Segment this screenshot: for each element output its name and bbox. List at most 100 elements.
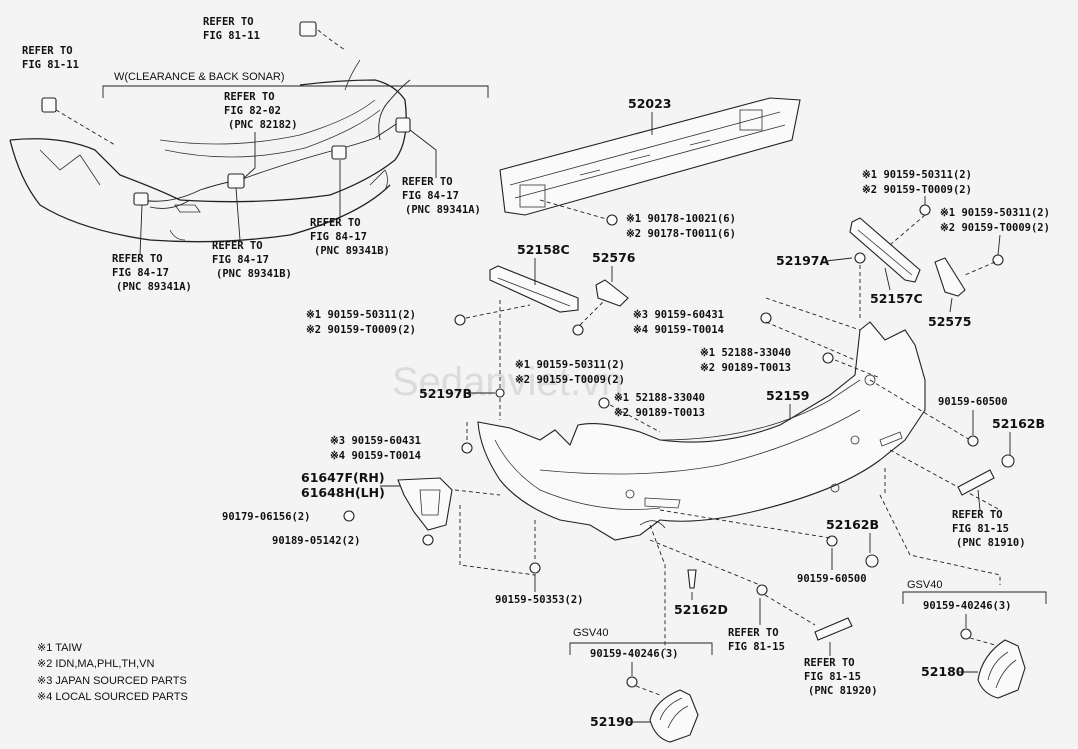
gsv40-left-bracket xyxy=(569,642,713,655)
screw-icon xyxy=(343,510,355,522)
ref-label: FIG 84-17 xyxy=(212,254,269,266)
fastener-label: ※4 90159-T0014 xyxy=(633,324,724,336)
fastener-label: ※2 90189-T0013 xyxy=(614,407,705,419)
screw-icon xyxy=(422,534,434,546)
fastener-label: ※3 90159-60431 xyxy=(330,435,421,447)
gsv40-right-label: GSV40 xyxy=(907,579,942,591)
screw-52162D-icon xyxy=(687,569,697,589)
clip-icon xyxy=(495,388,505,398)
rear-bumper-cover-52159-illustration xyxy=(477,321,926,541)
ref-label: FIG 81-15 xyxy=(728,641,785,653)
fastener-label: 90159-60500 xyxy=(938,396,1008,408)
part-number: 52575 xyxy=(928,314,972,329)
part-number: 52197B xyxy=(419,386,472,401)
screw-icon xyxy=(826,535,838,547)
screw-icon xyxy=(967,435,979,447)
fastener-label: ※3 90159-60431 xyxy=(633,309,724,321)
screw-icon xyxy=(992,254,1004,266)
mudguard-52190-illustration xyxy=(649,689,699,743)
screw-icon xyxy=(760,312,772,324)
fastener-label: ※1 90178-10021(6) xyxy=(626,213,736,225)
ref-label: (PNC 89341A) xyxy=(116,281,192,293)
fastener-label: ※2 90159-T0009(2) xyxy=(515,374,625,386)
fastener-label: 90189-05142(2) xyxy=(272,535,361,547)
part-number: 61647F(RH) xyxy=(301,470,385,485)
ref-label: REFER TO xyxy=(310,217,361,229)
ref-label: (PNC 82182) xyxy=(228,119,298,131)
ref-label: (PNC 89341B) xyxy=(314,245,390,257)
ref-label: (PNC 81920) xyxy=(808,685,878,697)
screw-icon xyxy=(572,324,584,336)
fastener-label: 90159-40246(3) xyxy=(923,600,1012,612)
part-number: 52180 xyxy=(921,664,965,679)
bracket-52158C-illustration xyxy=(489,265,579,313)
ref-label: (PNC 89341B) xyxy=(216,268,292,280)
legend-item: ※3 JAPAN SOURCED PARTS xyxy=(37,675,187,687)
fastener-label: 90179-06156(2) xyxy=(222,511,311,523)
ref-label: FIG 84-17 xyxy=(112,267,169,279)
part-number: 52158C xyxy=(517,242,570,257)
reflector-right-icon xyxy=(957,469,995,496)
fastener-label: ※2 90159-T0009(2) xyxy=(862,184,972,196)
ref-label: FIG 81-11 xyxy=(22,59,79,71)
clearance-sonar-bracket xyxy=(102,85,489,98)
ref-label: (PNC 89341A) xyxy=(405,204,481,216)
legend-item: ※1 TAIW xyxy=(37,642,82,654)
part-number: 52162B xyxy=(992,416,1045,431)
bracket-52575-illustration xyxy=(934,257,966,297)
bracket-52576-illustration xyxy=(595,279,629,307)
screw-icon xyxy=(960,628,972,640)
fastener-label: ※2 90189-T0013 xyxy=(700,362,791,374)
part-number: 52162D xyxy=(674,602,728,617)
sonar-sensor-icon xyxy=(395,117,411,133)
ref-label: FIG 84-17 xyxy=(310,231,367,243)
part-number: 52190 xyxy=(590,714,634,729)
ref-label: REFER TO xyxy=(224,91,275,103)
ref-label: (PNC 81910) xyxy=(956,537,1026,549)
ref-label: REFER TO xyxy=(804,657,855,669)
ref-label: REFER TO xyxy=(212,240,263,252)
sonar-sensor-icon xyxy=(227,173,245,189)
fastener-label: 90159-40246(3) xyxy=(590,648,679,660)
ref-label: FIG 81-15 xyxy=(952,523,1009,535)
ref-label: REFER TO xyxy=(203,16,254,28)
legend-item: ※2 IDN,MA,PHL,TH,VN xyxy=(37,658,154,670)
reflector-left-icon xyxy=(814,617,853,641)
ref-label: REFER TO xyxy=(402,176,453,188)
fastener-label: ※1 52188-33040 xyxy=(700,347,791,359)
ref-label: FIG 81-11 xyxy=(203,30,260,42)
gsv40-right-bracket xyxy=(902,591,1047,604)
fastener-label: ※2 90159-T0009(2) xyxy=(940,222,1050,234)
ref-label: REFER TO xyxy=(728,627,779,639)
legend: ※1 TAIW ※2 IDN,MA,PHL,TH,VN ※3 JAPAN SOU… xyxy=(37,642,188,703)
part-number: 52197A xyxy=(776,253,829,268)
legend-item: ※4 LOCAL SOURCED PARTS xyxy=(37,691,188,703)
part-number: 52576 xyxy=(592,250,636,265)
screw-icon xyxy=(626,676,638,688)
fastener-label: ※1 90159-50311(2) xyxy=(515,359,625,371)
cap-icon xyxy=(865,554,879,568)
fastener-label: ※1 90159-50311(2) xyxy=(306,309,416,321)
part-number: 52159 xyxy=(766,388,810,403)
clip-icon xyxy=(598,397,610,409)
part-number: 52023 xyxy=(628,96,672,111)
ref-label: REFER TO xyxy=(22,45,73,57)
sonar-sensor-icon xyxy=(133,192,149,206)
ref-label: FIG 82-02 xyxy=(224,105,281,117)
clip-icon xyxy=(756,584,768,596)
screw-icon xyxy=(919,204,931,216)
fastener-label: ※2 90178-T0011(6) xyxy=(626,228,736,240)
bracket-61647F-illustration xyxy=(397,477,453,531)
gsv40-left-label: GSV40 xyxy=(573,627,608,639)
screw-icon xyxy=(529,562,541,574)
car-rear-body-illustration xyxy=(9,21,411,243)
clip-icon xyxy=(854,252,866,264)
screw-icon xyxy=(461,442,473,454)
fastener-label: ※4 90159-T0014 xyxy=(330,450,421,462)
screw-icon xyxy=(454,314,466,326)
fastener-label: 90159-50353(2) xyxy=(495,594,584,606)
cap-icon xyxy=(1001,454,1015,468)
fastener-label: ※1 90159-50311(2) xyxy=(940,207,1050,219)
